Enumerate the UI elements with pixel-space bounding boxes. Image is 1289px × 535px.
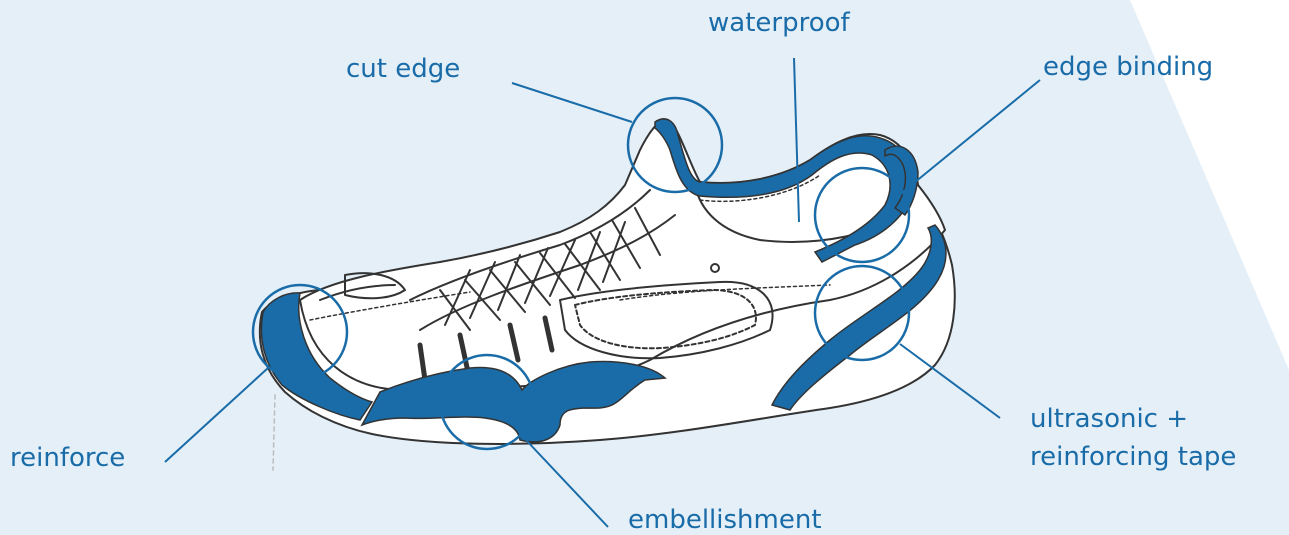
label-ultrasonic-line2: reinforcing tape	[1030, 438, 1236, 476]
label-reinforce: reinforce	[10, 443, 125, 473]
label-cut-edge: cut edge	[346, 54, 460, 84]
label-ultrasonic-line1: ultrasonic +	[1030, 400, 1236, 438]
label-edge-binding: edge binding	[1043, 52, 1213, 82]
embellishment-leader	[526, 440, 608, 527]
label-waterproof: waterproof	[708, 8, 850, 38]
label-ultrasonic: ultrasonic + reinforcing tape	[1030, 400, 1236, 476]
cut-edge-leader	[512, 83, 632, 122]
edge-binding-leader	[898, 80, 1040, 196]
reinforce-leader	[165, 368, 268, 462]
label-embellishment: embellishment	[628, 505, 822, 535]
